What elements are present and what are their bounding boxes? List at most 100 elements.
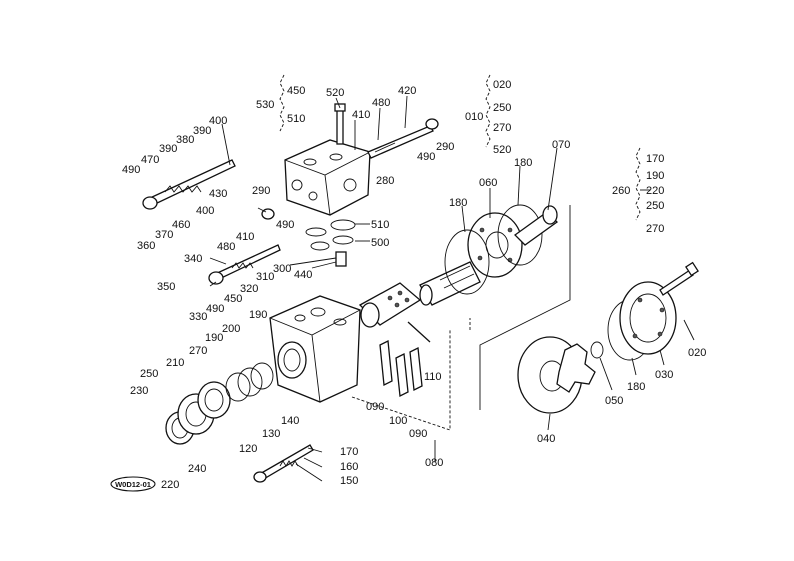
label-230: 230 (130, 385, 148, 397)
seal-stack-left (165, 362, 274, 445)
label-270: 270 (493, 122, 511, 134)
spring-340 (208, 244, 281, 285)
label-500: 500 (371, 237, 389, 249)
bolt-020 (659, 261, 699, 296)
label-480: 480 (372, 97, 390, 109)
o-rings-510-500 (305, 219, 356, 251)
label-020: 020 (688, 347, 706, 359)
label-010: 010 (465, 111, 483, 123)
label-220: 220 (161, 479, 179, 491)
label-120: 120 (239, 443, 257, 455)
label-440: 440 (294, 269, 312, 281)
label-100: 100 (389, 415, 407, 427)
gerotor-040 (517, 336, 596, 414)
plate-060 (467, 212, 523, 278)
label-490: 490 (276, 219, 294, 231)
label-170: 170 (646, 153, 664, 165)
label-360: 360 (137, 240, 155, 252)
label-350: 350 (157, 281, 175, 293)
label-330: 330 (189, 311, 207, 323)
label-190: 190 (205, 332, 223, 344)
badge-text: W0D12-01 (115, 480, 151, 489)
label-200: 200 (222, 323, 240, 335)
label-190: 190 (249, 309, 267, 321)
label-400: 400 (196, 205, 214, 217)
label-320: 320 (240, 283, 258, 295)
label-490: 490 (417, 151, 435, 163)
label-510: 510 (371, 219, 389, 231)
label-390: 390 (159, 143, 177, 155)
label-470: 470 (141, 154, 159, 166)
label-280: 280 (376, 175, 394, 187)
bolt-520 (334, 103, 346, 145)
label-310: 310 (256, 271, 274, 283)
label-250: 250 (140, 368, 158, 380)
label-400: 400 (209, 115, 227, 127)
label-410: 410 (352, 109, 370, 121)
spring-stack-left (142, 159, 236, 210)
label-220: 220 (646, 185, 664, 197)
label-070: 070 (552, 139, 570, 151)
label-180: 180 (627, 381, 645, 393)
label-090: 090 (409, 428, 427, 440)
label-490: 490 (206, 303, 224, 315)
label-530: 530 (256, 99, 274, 111)
label-090: 090 (366, 401, 384, 413)
valve-block-upper (284, 139, 371, 216)
label-480: 480 (217, 241, 235, 253)
label-450: 450 (224, 293, 242, 305)
end-cover-030 (619, 281, 677, 355)
shaft-spline (419, 261, 481, 306)
relief-valve-120 (253, 444, 314, 483)
label-370: 370 (155, 229, 173, 241)
label-040: 040 (537, 433, 555, 445)
label-020: 020 (493, 79, 511, 91)
label-270: 270 (189, 345, 207, 357)
centering-springs (379, 339, 423, 398)
seal-ring-180-left (444, 229, 490, 295)
label-450: 450 (287, 85, 305, 97)
label-270: 270 (646, 223, 664, 235)
label-260: 260 (612, 185, 630, 197)
drive-070 (513, 205, 559, 246)
label-420: 420 (398, 85, 416, 97)
label-210: 210 (166, 357, 184, 369)
label-150: 150 (340, 475, 358, 487)
label-180: 180 (514, 157, 532, 169)
spool-sleeve (358, 282, 422, 328)
label-290: 290 (252, 185, 270, 197)
leader-lines (209, 95, 695, 482)
label-250: 250 (646, 200, 664, 212)
label-430: 430 (209, 188, 227, 200)
part-labels: 530 450 510 520 410 480 420 490 290 280 … (122, 79, 706, 491)
label-080: 080 (425, 457, 443, 469)
label-380: 380 (176, 134, 194, 146)
valve-stem-420 (367, 118, 439, 159)
label-050: 050 (605, 395, 623, 407)
label-290: 290 (436, 141, 454, 153)
label-490: 490 (122, 164, 140, 176)
label-250: 250 (493, 102, 511, 114)
label-190: 190 (646, 170, 664, 182)
label-030: 030 (655, 369, 673, 381)
spacer-050 (590, 341, 604, 359)
label-180: 180 (449, 197, 467, 209)
label-390: 390 (193, 125, 211, 137)
label-510: 510 (287, 113, 305, 125)
label-520: 520 (493, 144, 511, 156)
label-130: 130 (262, 428, 280, 440)
main-housing (269, 295, 361, 403)
label-170: 170 (340, 446, 358, 458)
label-410: 410 (236, 231, 254, 243)
label-520: 520 (326, 87, 344, 99)
label-060: 060 (479, 177, 497, 189)
label-110: 110 (424, 371, 442, 383)
pin-110 (407, 321, 431, 343)
label-140: 140 (281, 415, 299, 427)
label-460: 460 (172, 219, 190, 231)
label-300: 300 (273, 263, 291, 275)
seal-ring-180-right (497, 204, 543, 266)
label-340: 340 (184, 253, 202, 265)
label-160: 160 (340, 461, 358, 473)
